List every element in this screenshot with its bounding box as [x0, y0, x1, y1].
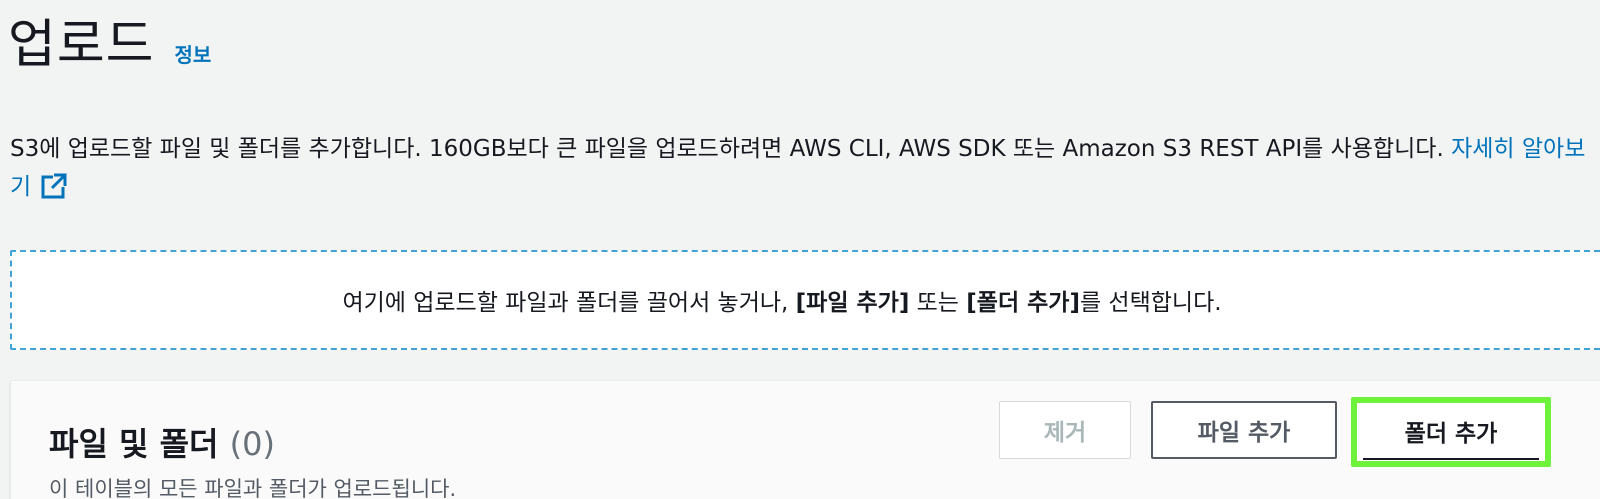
add-files-button[interactable]: 파일 추가: [1151, 401, 1337, 459]
dropzone-text-mid: 또는: [909, 290, 967, 316]
panel-subtitle: 이 테이블의 모든 파일과 폴더가 업로드됩니다.: [49, 477, 457, 499]
panel-title-text: 파일 및 폴더: [49, 425, 219, 463]
info-link[interactable]: 정보: [174, 43, 212, 67]
add-folder-label: 폴더 추가: [1363, 404, 1539, 460]
learn-more-label: 자세히 알아보기: [10, 136, 1586, 200]
remove-button[interactable]: 제거: [999, 401, 1131, 459]
page-title: 업로드: [8, 15, 155, 75]
file-count: (0): [229, 425, 275, 463]
dropzone-add-files-ref: [파일 추가]: [795, 290, 910, 316]
files-and-folders-panel: 파일 및 폴더 (0) 이 테이블의 모든 파일과 폴더가 업로드됩니다. 제거…: [10, 380, 1600, 499]
dropzone-text: 여기에 업로드할 파일과 폴더를 끌어서 놓거나, [파일 추가] 또는 [폴더…: [342, 283, 1221, 317]
learn-more-link[interactable]: 자세히 알아보기: [10, 136, 1585, 200]
panel-title: 파일 및 폴더 (0): [49, 419, 275, 465]
add-folder-button[interactable]: 폴더 추가: [1351, 397, 1551, 467]
page-header: 업로드 정보: [8, 14, 211, 76]
external-link-icon: [41, 173, 68, 199]
dropzone-text-after: 를 선택합니다.: [1079, 290, 1222, 316]
dropzone-text-before: 여기에 업로드할 파일과 폴더를 끌어서 놓거나,: [342, 290, 796, 316]
upload-description: S3에 업로드할 파일 및 폴더를 추가합니다. 160GB보다 큰 파일을 업…: [10, 130, 1595, 206]
dropzone-add-folder-ref: [폴더 추가]: [966, 290, 1080, 316]
description-text: S3에 업로드할 파일 및 폴더를 추가합니다. 160GB보다 큰 파일을 업…: [10, 136, 1452, 162]
file-dropzone[interactable]: 여기에 업로드할 파일과 폴더를 끌어서 놓거나, [파일 추가] 또는 [폴더…: [10, 250, 1600, 350]
